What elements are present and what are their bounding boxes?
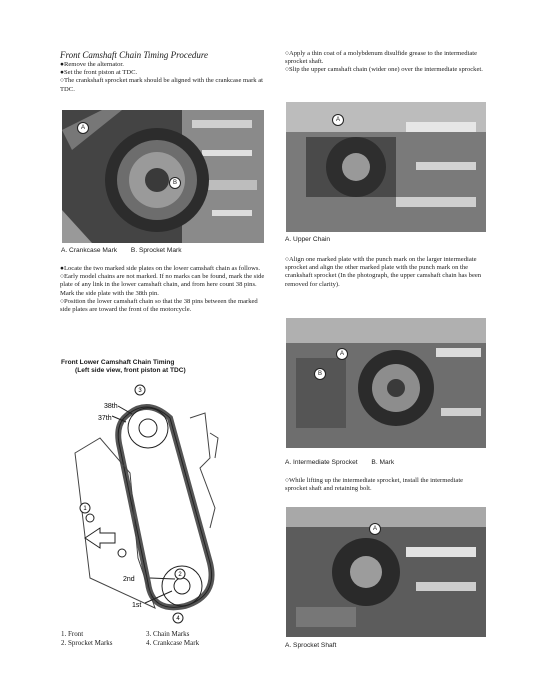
callout-a: A xyxy=(336,348,348,360)
step-item: ○Early model chains are not marked. If n… xyxy=(60,273,265,298)
bullet-icon: ○ xyxy=(60,297,64,305)
chain-timing-diagram: 38th 37th 2nd 1st 1 3 2 4 xyxy=(74,384,219,624)
right-column: ○Apply a thin coat of a molybdenum disul… xyxy=(285,50,485,75)
step-text: Align one marked plate with the punch ma… xyxy=(285,256,482,288)
step-list: ○Apply a thin coat of a molybdenum disul… xyxy=(285,50,485,75)
diagram-title: Front Lower Camshaft Chain Timing (Left … xyxy=(61,359,186,374)
sprocket-shaft-photo: A xyxy=(286,507,486,637)
bullet-icon: ○ xyxy=(285,66,289,74)
step-text: Position the lower camshaft chain so tha… xyxy=(60,297,258,314)
left-column: Front Camshaft Chain Timing Procedure ●R… xyxy=(60,50,265,94)
caption-a: A. Sprocket Shaft xyxy=(285,642,337,649)
step-item: ○Align one marked plate with the punch m… xyxy=(285,256,485,289)
callout-a: A xyxy=(77,122,89,134)
photo-caption: A. Crankcase Mark B. Sprocket Mark xyxy=(61,247,194,254)
callout-1: 1 xyxy=(83,506,87,512)
step-item: ○While lifting up the intermediate sproc… xyxy=(285,477,485,493)
step-list: ○Align one marked plate with the punch m… xyxy=(285,256,485,289)
bullet-icon: ○ xyxy=(285,50,289,57)
caption-a: A. Upper Chain xyxy=(285,236,331,243)
diagram-legend-left: 1. Front 2. Sprocket Marks xyxy=(61,630,113,647)
caption-a: A. Intermediate Sprocket xyxy=(285,459,358,466)
step-item: ●Locate the two marked side plates on th… xyxy=(60,265,265,273)
step-item: ●Set the front piston at TDC. xyxy=(60,69,265,77)
caption-a: A. Crankcase Mark xyxy=(61,247,118,254)
bullet-icon: ○ xyxy=(285,477,289,484)
intermediate-sprocket-photo: A B xyxy=(286,318,486,448)
step-text: Set the front piston at TDC. xyxy=(63,69,138,77)
right-column-steps: ○Align one marked plate with the punch m… xyxy=(285,256,485,289)
photo-caption: A. Sprocket Shaft xyxy=(285,642,348,649)
diagram-legend-right: 3. Chain Marks 4. Crankcase Mark xyxy=(146,630,200,647)
section-title: Front Camshaft Chain Timing Procedure xyxy=(60,50,209,60)
callout-2: 2 xyxy=(178,572,182,578)
crankshaft-sprocket-photo: A B xyxy=(62,110,264,243)
step-text: Apply a thin coat of a molybdenum disulf… xyxy=(285,50,478,66)
label-1st: 1st xyxy=(132,602,141,609)
step-list: ●Locate the two marked side plates on th… xyxy=(60,265,265,314)
callout-b: B xyxy=(314,368,326,380)
step-text: Early model chains are not marked. If no… xyxy=(60,273,265,297)
label-2nd: 2nd xyxy=(123,576,135,583)
callout-a: A xyxy=(369,523,381,535)
step-item: ●Remove the alternator. xyxy=(60,61,265,69)
left-column-steps: ●Locate the two marked side plates on th… xyxy=(60,265,265,314)
callout-a: A xyxy=(332,114,344,126)
step-item: ○Apply a thin coat of a molybdenum disul… xyxy=(285,50,485,66)
caption-b: B. Sprocket Mark xyxy=(130,247,182,254)
bullet-icon: ● xyxy=(60,265,64,272)
photo-caption: A. Intermediate Sprocket B. Mark xyxy=(285,459,406,466)
label-38th: 38th xyxy=(104,403,118,410)
bullet-icon: ○ xyxy=(285,256,289,263)
step-text: The crankshaft sprocket mark should be a… xyxy=(60,77,264,93)
caption-b: B. Mark xyxy=(371,459,395,466)
bullet-icon: ○ xyxy=(60,273,64,281)
step-item: ○Position the lower camshaft chain so th… xyxy=(60,298,265,314)
callout-4: 4 xyxy=(176,616,180,622)
step-item: ○The crankshaft sprocket mark should be … xyxy=(60,77,265,93)
right-column-steps: ○While lifting up the intermediate sproc… xyxy=(285,477,485,493)
step-text: While lifting up the intermediate sprock… xyxy=(285,477,464,493)
step-list: ●Remove the alternator.●Set the front pi… xyxy=(60,61,265,94)
bullet-icon: ● xyxy=(60,61,64,68)
step-text: Slip the upper camshaft chain (wider one… xyxy=(288,66,483,74)
photo-caption: A. Upper Chain xyxy=(285,236,342,243)
step-text: Locate the two marked side plates on the… xyxy=(63,265,261,272)
label-37th: 37th xyxy=(98,415,112,422)
bullet-icon: ● xyxy=(60,69,64,77)
upper-chain-photo: A xyxy=(286,102,486,232)
callout-3: 3 xyxy=(138,388,142,394)
step-list: ○While lifting up the intermediate sproc… xyxy=(285,477,485,493)
callout-b: B xyxy=(169,177,181,189)
step-text: Remove the alternator. xyxy=(63,61,124,68)
bullet-icon: ○ xyxy=(60,77,64,85)
step-item: ○Slip the upper camshaft chain (wider on… xyxy=(285,66,485,74)
